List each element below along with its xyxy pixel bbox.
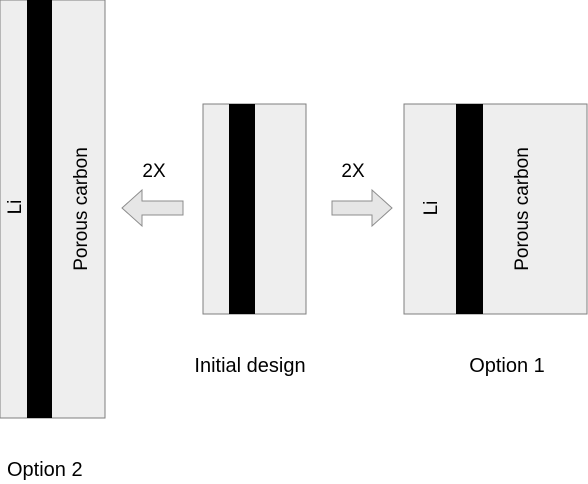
left-arrow-label: 2X bbox=[142, 161, 166, 182]
left-arrow-icon bbox=[121, 188, 184, 228]
option-1-cell: Li Porous carbon bbox=[403, 103, 588, 315]
right-arrow-label: 2X bbox=[341, 161, 365, 182]
option-1-separator bbox=[456, 104, 483, 314]
option-1-porous-carbon-label: Porous carbon bbox=[512, 147, 533, 271]
option-2-porous-carbon-label: Porous carbon bbox=[71, 147, 92, 271]
option-1-caption: Option 1 bbox=[469, 355, 545, 377]
option-2-cell-body bbox=[0, 0, 106, 419]
option-1-li-label: Li bbox=[421, 201, 442, 216]
right-arrow-icon bbox=[331, 188, 393, 228]
option-1-cell-body bbox=[403, 103, 588, 315]
option-2-caption: Option 2 bbox=[7, 459, 83, 481]
initial-design-caption: Initial design bbox=[194, 355, 305, 377]
initial-design-separator bbox=[229, 104, 255, 314]
initial-design-cell bbox=[202, 103, 307, 315]
left-arrow: 2X bbox=[121, 161, 184, 228]
right-arrow: 2X bbox=[331, 161, 393, 228]
option-2-li-label: Li bbox=[5, 200, 26, 215]
option-2-separator bbox=[27, 0, 52, 418]
option-2-cell: Li Porous carbon bbox=[0, 0, 106, 419]
